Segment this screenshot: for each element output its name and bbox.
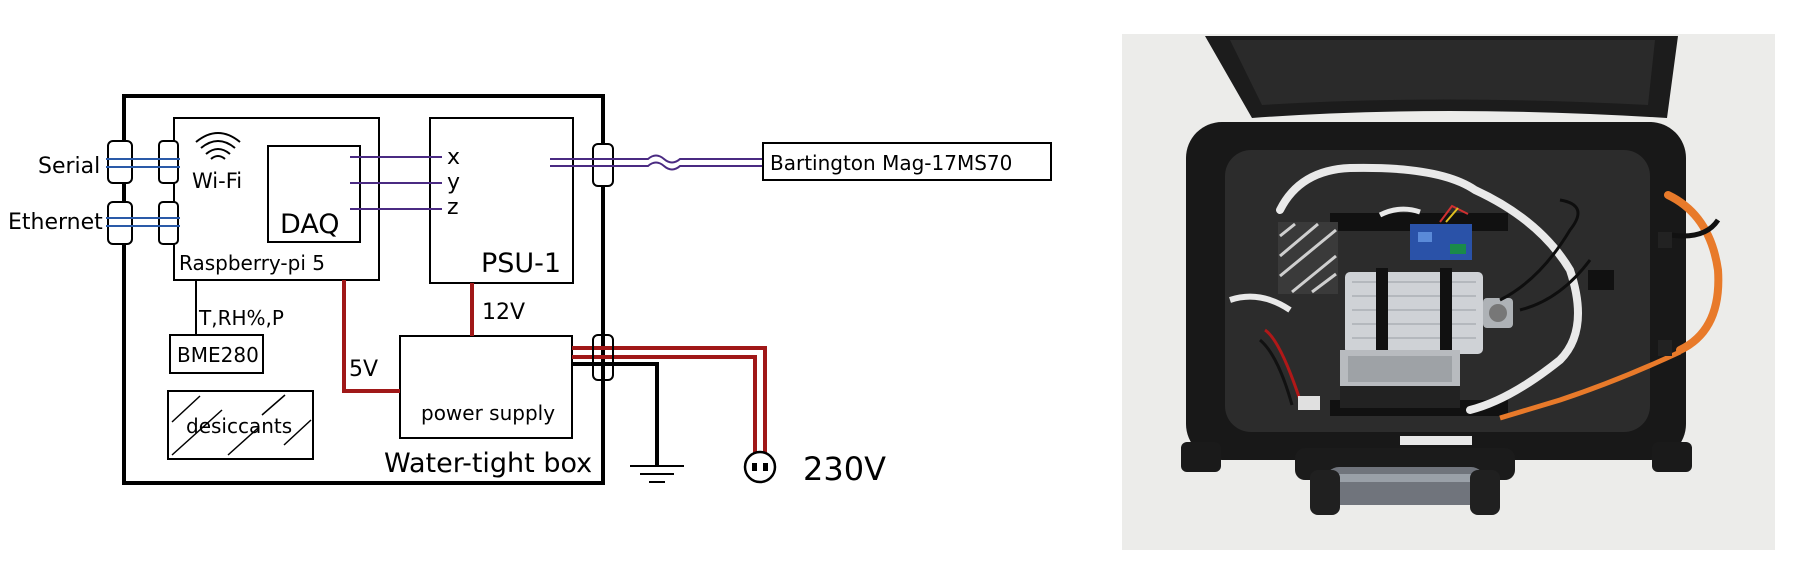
wire-5v bbox=[342, 280, 400, 393]
daq-label: DAQ bbox=[280, 209, 340, 240]
desiccants-block bbox=[167, 390, 314, 460]
power-supply-block bbox=[399, 335, 573, 439]
power-supply-unit bbox=[1340, 350, 1460, 408]
power-supply-label: power supply bbox=[421, 401, 555, 425]
axis-z-label: z bbox=[447, 195, 459, 220]
daq-block bbox=[267, 145, 361, 243]
wifi-icon bbox=[195, 132, 241, 160]
ground-wire bbox=[572, 362, 659, 466]
axis-y-label: y bbox=[447, 170, 460, 195]
raspberry-label: Raspberry-pi 5 bbox=[179, 251, 325, 275]
desiccants-hatch bbox=[171, 394, 312, 456]
socket-icon bbox=[743, 450, 777, 484]
ground-icon bbox=[630, 465, 684, 483]
case-photo bbox=[1122, 34, 1775, 550]
orange-cable bbox=[1664, 191, 1723, 354]
bme280-block bbox=[169, 334, 264, 374]
serial-connector bbox=[106, 140, 180, 184]
sensor-box bbox=[762, 142, 1052, 181]
power-gland bbox=[592, 334, 614, 381]
label-12v: 12V bbox=[482, 300, 525, 325]
sensor-cable bbox=[550, 154, 763, 171]
psu1-housing bbox=[1345, 268, 1513, 358]
desiccants-label: desiccants bbox=[186, 414, 292, 438]
schematic: Wi-Fi DAQ Raspberry-pi 5 PSU-1 x y z Bar… bbox=[8, 94, 1052, 488]
psu1-label: PSU-1 bbox=[481, 248, 561, 279]
raspberry-pi-block bbox=[173, 117, 380, 281]
bme280-label: BME280 bbox=[177, 343, 259, 367]
psu1-block bbox=[429, 117, 574, 284]
heatsink bbox=[1278, 222, 1338, 294]
box-label: Water-tight box bbox=[384, 448, 592, 479]
mains-wires bbox=[572, 346, 767, 455]
xyz-signal-lines bbox=[350, 156, 442, 210]
ethernet-connector bbox=[106, 201, 180, 245]
ethernet-label: Ethernet bbox=[8, 210, 103, 235]
serial-label: Serial bbox=[38, 154, 100, 179]
case-handle bbox=[1295, 448, 1515, 515]
sensor-label: Bartington Mag-17MS70 bbox=[770, 151, 1012, 175]
white-cable bbox=[1276, 163, 1582, 414]
water-tight-box bbox=[122, 94, 605, 485]
env-label: T,RH%,P bbox=[198, 306, 284, 330]
axis-x-label: x bbox=[447, 145, 460, 170]
label-5v: 5V bbox=[349, 357, 378, 382]
mains-label: 230V bbox=[803, 450, 886, 488]
wifi-label: Wi-Fi bbox=[192, 169, 242, 193]
